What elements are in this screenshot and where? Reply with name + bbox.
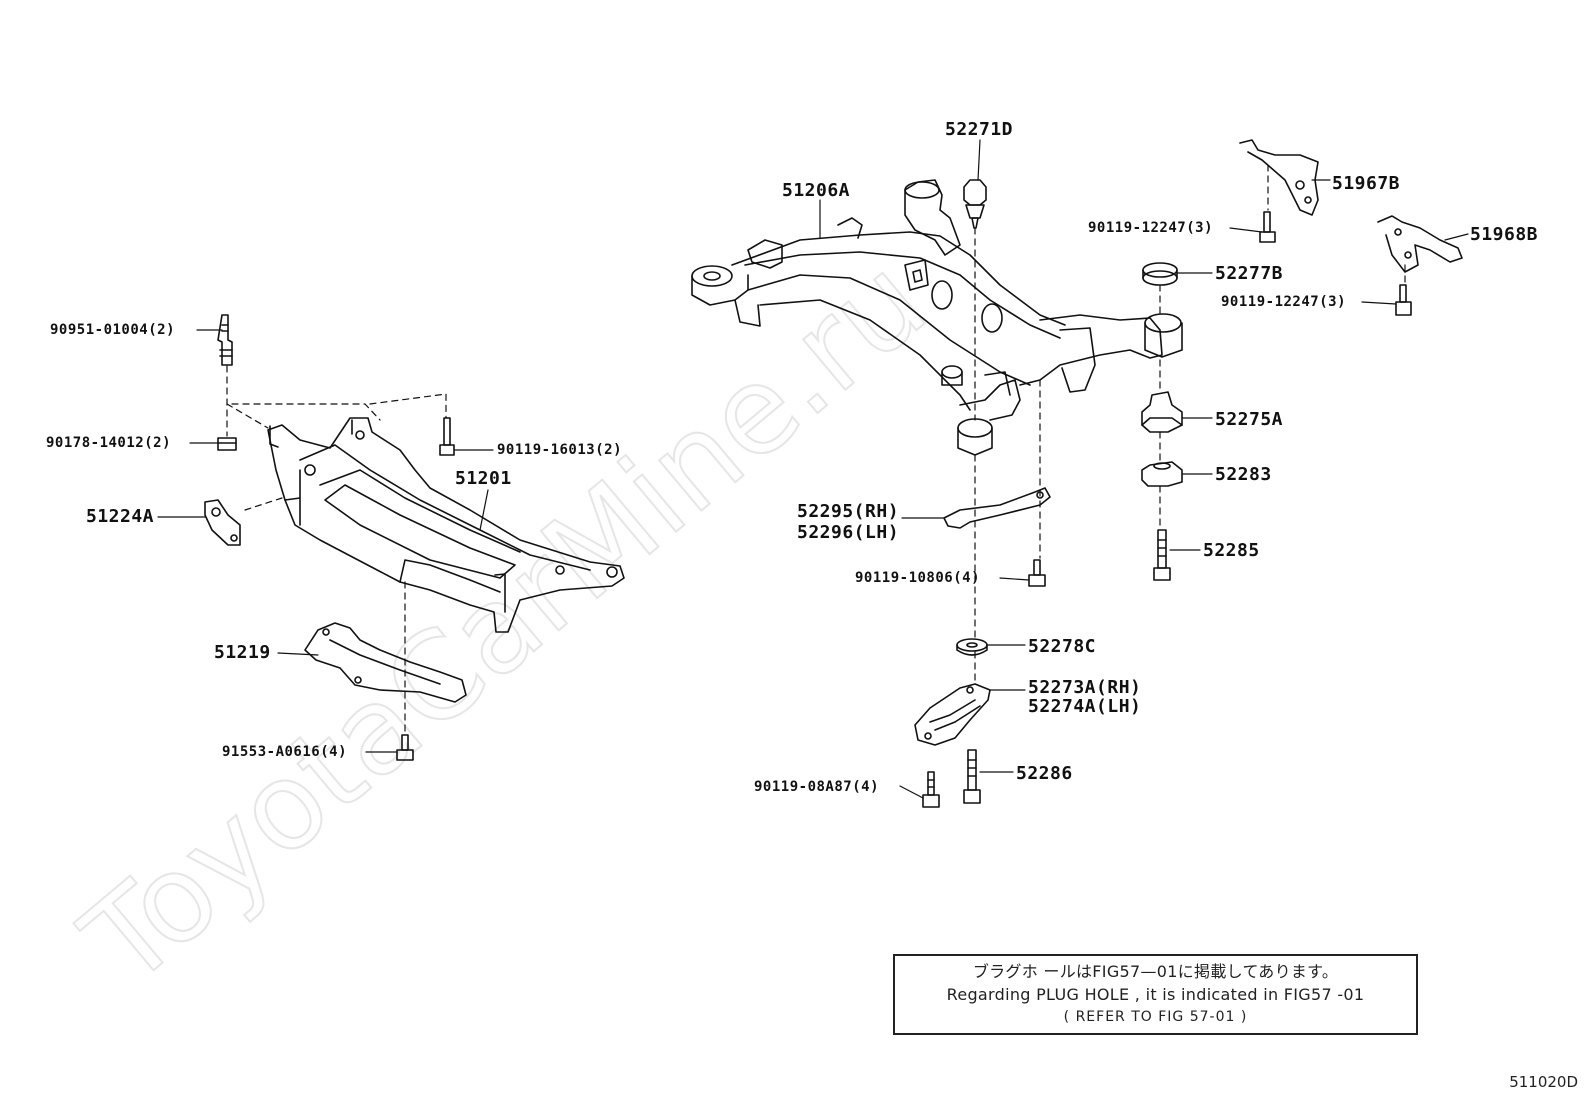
label-52295: 52295(RH) — [797, 501, 900, 522]
bolt-90119-10806 — [1028, 559, 1046, 587]
label-52275A: 52275A — [1215, 409, 1284, 430]
label-51201: 51201 — [455, 468, 512, 489]
label-51968B: 51968B — [1470, 224, 1539, 245]
washer-52277B — [1142, 262, 1178, 286]
assembly-guides-left — [226, 365, 447, 735]
label-52271D: 52271D — [945, 119, 1014, 140]
label-52285: 52285 — [1203, 540, 1260, 561]
label-52277B: 52277B — [1215, 263, 1284, 284]
label-52274A: 52274A(LH) — [1028, 696, 1142, 717]
label-51224A: 51224A — [86, 506, 155, 527]
bracket-51967B — [1239, 139, 1319, 216]
nut-90178-14012 — [217, 437, 237, 451]
label-90119-16013: 90119-16013(2) — [497, 442, 623, 458]
bolt-52286 — [963, 749, 981, 804]
front-cover-51219 — [304, 622, 467, 703]
label-90119-12247-a: 90119-12247(3) — [1088, 220, 1214, 236]
label-90951-01004: 90951-01004(2) — [50, 322, 176, 338]
label-91553-A0616: 91553-A0616(4) — [222, 744, 348, 760]
label-90119-12247-b: 90119-12247(3) — [1221, 294, 1347, 310]
bolt-90119-12247-a — [1259, 211, 1276, 243]
rod-52295 — [943, 487, 1051, 529]
label-90119-08A87: 90119-08A87(4) — [754, 779, 880, 795]
label-51967B: 51967B — [1332, 173, 1401, 194]
note-line-english: Regarding PLUG HOLE , it is indicated in… — [946, 985, 1365, 1004]
label-52273A: 52273A(RH) — [1028, 677, 1142, 698]
label-51206A: 51206A — [782, 180, 851, 201]
label-51219: 51219 — [214, 642, 271, 663]
bolt-52285 — [1153, 529, 1171, 581]
plug-hole-note: ブラグホ ールはFIG57—01に掲載してあります。 Regarding PLU… — [893, 954, 1418, 1035]
stopper-52271D — [963, 179, 987, 229]
cushion-52283 — [1141, 461, 1183, 487]
label-90178-14012: 90178-14012(2) — [46, 435, 172, 451]
bolt-90119-16013 — [439, 417, 455, 456]
bolt-90119-08A87 — [922, 771, 940, 808]
label-52278C: 52278C — [1028, 636, 1097, 657]
plate-52273A — [914, 683, 991, 746]
bolt-90119-12247-b — [1395, 284, 1412, 316]
label-52283: 52283 — [1215, 464, 1272, 485]
bracket-51968B — [1377, 215, 1463, 273]
rear-subframe-51206A — [691, 179, 1183, 456]
bracket-51224A — [204, 499, 241, 546]
cushion-52275A — [1141, 391, 1183, 433]
note-line-reference: ( REFER TO FIG 57-01 ) — [1063, 1009, 1248, 1025]
label-52296: 52296(LH) — [797, 522, 900, 543]
stud-90951-01004 — [217, 314, 233, 366]
leader-lines-right — [819, 139, 1469, 799]
label-90119-10806: 90119-10806(4) — [855, 570, 981, 586]
front-subframe-51201 — [267, 417, 625, 633]
leader-lines-left — [157, 329, 494, 753]
label-52286: 52286 — [1016, 763, 1073, 784]
washer-52278C — [956, 638, 988, 656]
bolt-91553-A0616 — [396, 734, 414, 761]
note-line-japanese: ブラグホ ールはFIG57—01に掲載してあります。 — [972, 962, 1339, 981]
figure-code: 511020D — [1509, 1073, 1578, 1091]
assembly-guides-right — [974, 164, 1406, 685]
